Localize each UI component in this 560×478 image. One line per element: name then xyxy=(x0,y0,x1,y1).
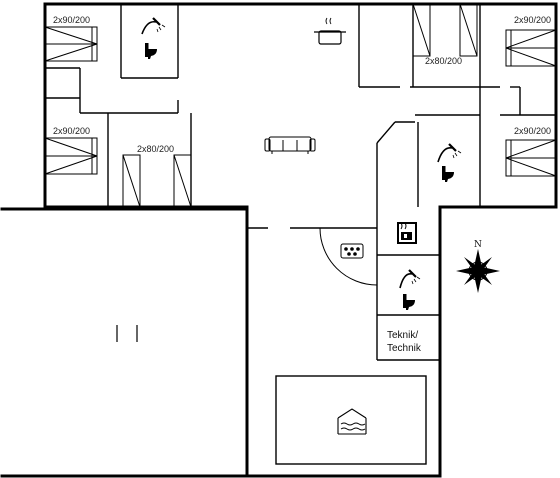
pool-icon xyxy=(337,408,367,435)
toilet-icon xyxy=(145,43,157,59)
cooking-pot-icon xyxy=(314,17,346,45)
bed-w xyxy=(44,137,98,175)
compass-north-label: N xyxy=(474,240,482,250)
beds xyxy=(44,3,557,208)
shower-icon xyxy=(399,269,421,289)
technic-label-line1: Teknik/ xyxy=(387,330,419,341)
shower-icon xyxy=(437,143,462,163)
bed-ne-label: 2x90/200 xyxy=(514,15,552,25)
bed-w-label: 2x90/200 xyxy=(53,126,91,136)
bed-nw xyxy=(44,26,98,62)
bed-center xyxy=(122,154,192,208)
bed-center-label: 2x80/200 xyxy=(137,144,175,154)
garage-marks xyxy=(116,325,138,342)
compass-rose-icon xyxy=(456,249,500,293)
bed-n xyxy=(412,3,478,57)
inner-walls xyxy=(45,4,556,361)
sauna-icon xyxy=(397,222,417,244)
bed-ne xyxy=(505,29,557,67)
shower-icon xyxy=(141,17,166,35)
toilet-icon xyxy=(442,166,454,182)
pool xyxy=(275,375,427,465)
stove-icon xyxy=(340,243,364,259)
technic-room-label: Teknik/ Technik xyxy=(387,329,421,355)
bed-n-label: 2x80/200 xyxy=(425,56,463,66)
bed-e-label: 2x90/200 xyxy=(514,126,552,136)
toilet-icon xyxy=(403,294,415,310)
bed-e xyxy=(505,139,557,177)
sofa-icon xyxy=(264,136,316,154)
bed-nw-label: 2x90/200 xyxy=(53,15,91,25)
technic-label-line2: Technik xyxy=(387,343,421,354)
